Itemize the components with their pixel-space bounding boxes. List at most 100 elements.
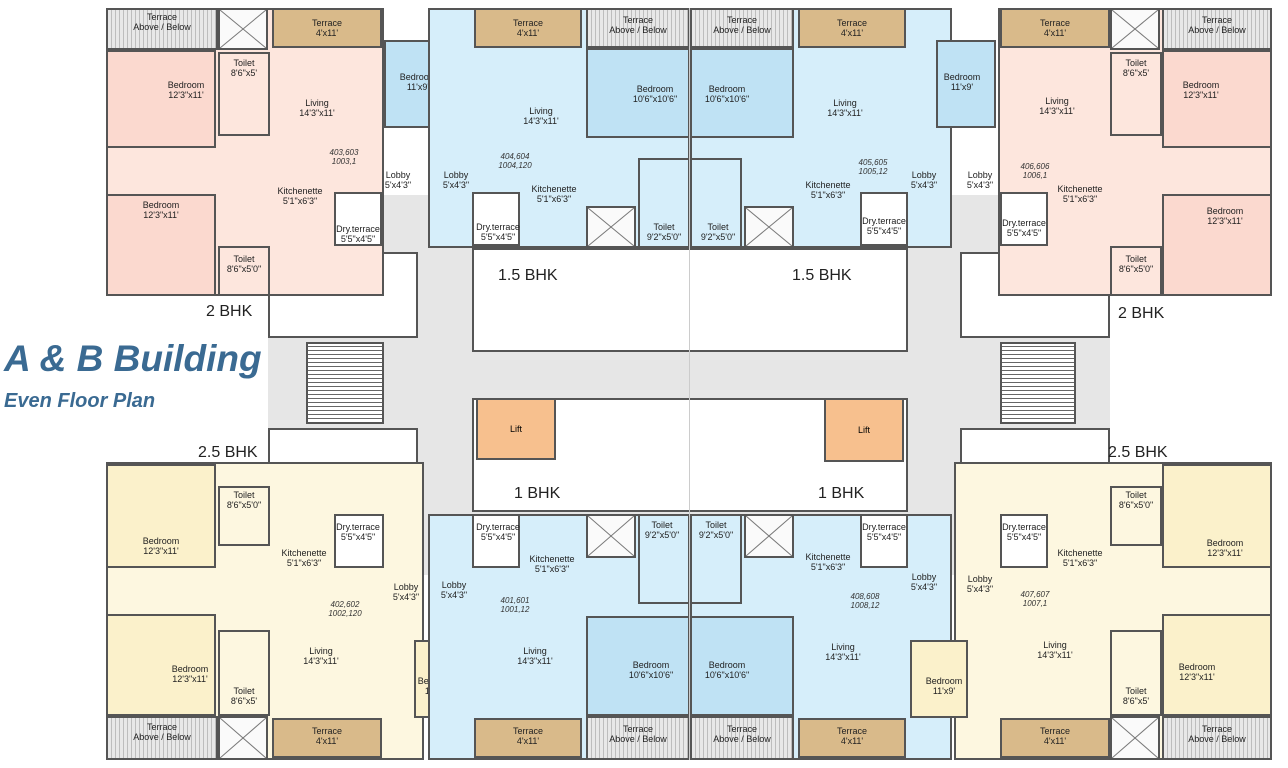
bhk-label-bcl: 1 BHK [514,485,561,502]
room-label: Bedroom 12'3"x11' [142,536,180,556]
terrace-above-br [1162,716,1272,760]
room-label: Terrace 4'x11' [836,18,867,38]
toilet-bl-1 [218,486,270,546]
unit-number: 407,607 1007,1 [1020,590,1050,608]
dry-terrace-tr [1000,192,1048,246]
duct-bl [218,716,268,760]
room-label: Lobby 5'x4'3" [384,170,412,190]
room-label: Bedroom 12'3"x11' [1206,538,1244,558]
bhk-label-br: 2.5 BHK [1108,444,1168,461]
room-label: Terrace 4'x11' [512,726,543,746]
room-label: Bedroom 10'6"x10'6" [632,84,678,104]
room-label: Terrace 4'x11' [1039,726,1070,746]
bhk-label-tr: 2 BHK [1118,305,1165,322]
room-label: Toilet 8'6"x5'0" [1118,254,1154,274]
terrace-above-tcl [586,8,690,48]
toilet-br-2 [1110,630,1162,716]
room-label: Bedroom 10'6"x10'6" [628,660,674,680]
room-label: Kitchenette 5'1"x6'3" [277,186,323,206]
room-label: Toilet 8'6"x5' [1122,58,1150,78]
room-label: Kitchenette 5'1"x6'3" [281,548,327,568]
room-label: Toilet 9'2"x5'0" [700,222,736,242]
room-label: Toilet 8'6"x5'0" [226,490,262,510]
room-label: Lobby 5'x4'3" [966,574,994,594]
dry-terrace-tl [334,192,382,246]
staircase-left [306,342,384,424]
unit-number: 405,605 1005,12 [858,158,888,176]
duct-bcl [586,514,636,558]
terrace-above-bl [106,716,218,760]
room-label: Kitchenette 5'1"x6'3" [1057,548,1103,568]
terrace-above-tl [106,8,218,50]
bedroom-tr-1 [1162,50,1272,148]
duct-br [1110,716,1160,760]
room-label: Terrace 4'x11' [311,726,342,746]
bedroom-tr-2 [1162,194,1272,296]
room-label: Terrace Above / Below [133,12,191,32]
bedroom-tl-2 [106,194,216,296]
bhk-label-bcr: 1 BHK [818,485,865,502]
page-subtitle: Even Floor Plan [4,390,156,412]
terrace-above-bcl [586,716,690,760]
terrace-bl [272,718,382,758]
terrace-br [1000,718,1110,758]
dry-terrace-tcr [860,192,908,246]
toilet-tr-2 [1110,246,1162,296]
room-label: Toilet 9'2"x5'0" [644,520,680,540]
unit-number: 408,608 1008,12 [850,592,880,610]
staircase-right [1000,342,1076,424]
bedroom-bl-2 [106,614,216,716]
lift-right: Lift [824,398,904,462]
bhk-label-tl: 2 BHK [206,303,253,320]
room-label: Dry.terrace 5'5"x4'5" [1002,522,1046,542]
bedroom-br-2 [1162,614,1272,716]
room-label: Toilet 8'6"x5' [1122,686,1150,706]
room-label: Terrace Above / Below [609,724,667,744]
room-label: Lobby 5'x4'3" [442,170,470,190]
bedroom-tl-1 [106,50,216,148]
room-label: Terrace 4'x11' [311,18,342,38]
room-label: Kitchenette 5'1"x6'3" [529,554,575,574]
bedroom-tcr-2 [936,40,996,128]
bhk-label-tcr: 1.5 BHK [792,267,852,284]
room-label: Dry.terrace 5'5"x4'5" [862,216,906,236]
terrace-bcr [798,718,906,758]
room-label: Terrace Above / Below [713,724,771,744]
bedroom-tcr [690,48,794,138]
room-label: Living 14'3"x11' [827,98,863,118]
toilet-bcl [638,514,690,604]
room-label: Toilet 8'6"x5'0" [226,254,262,274]
bedroom-bl-1 [106,464,216,568]
room-label: Bedroom 11'x9' [943,72,981,92]
room-label: Bedroom 12'3"x11' [1182,80,1220,100]
unit-number: 404,604 1004,120 [498,152,532,170]
bedroom-tcl [586,48,690,138]
room-label: Toilet 8'6"x5' [230,686,258,706]
room-label: Terrace 4'x11' [512,18,543,38]
terrace-tl [272,8,382,48]
page-title: A & B Building [4,338,262,379]
bedroom-bcr [690,616,794,716]
room-label: Bedroom 12'3"x11' [1178,662,1216,682]
room-label: Terrace Above / Below [1188,724,1246,744]
room-label: Terrace Above / Below [133,722,191,742]
toilet-br-1 [1110,486,1162,546]
unit-number: 401,601 1001,12 [500,596,530,614]
room-label: Bedroom 12'3"x11' [1206,206,1244,226]
toilet-bl-2 [218,630,270,716]
duct-tcl [586,206,636,248]
duct-bcr [744,514,794,558]
room-label: Dry.terrace 5'5"x4'5" [1002,218,1046,238]
room-label: Lobby 5'x4'3" [910,572,938,592]
room-label: Terrace Above / Below [609,15,667,35]
room-label: Living 14'3"x11' [517,646,553,666]
bhk-label-bl: 2.5 BHK [198,444,258,461]
room-label: Bedroom 10'6"x10'6" [704,660,750,680]
duct-tl [218,8,268,50]
room-label: Bedroom 12'3"x11' [167,80,205,100]
room-label: Bedroom 12'3"x11' [171,664,209,684]
bedroom-br-1 [1162,464,1272,568]
lift-left: Lift [476,398,556,460]
center-divider [689,8,690,760]
terrace-tr [1000,8,1110,48]
